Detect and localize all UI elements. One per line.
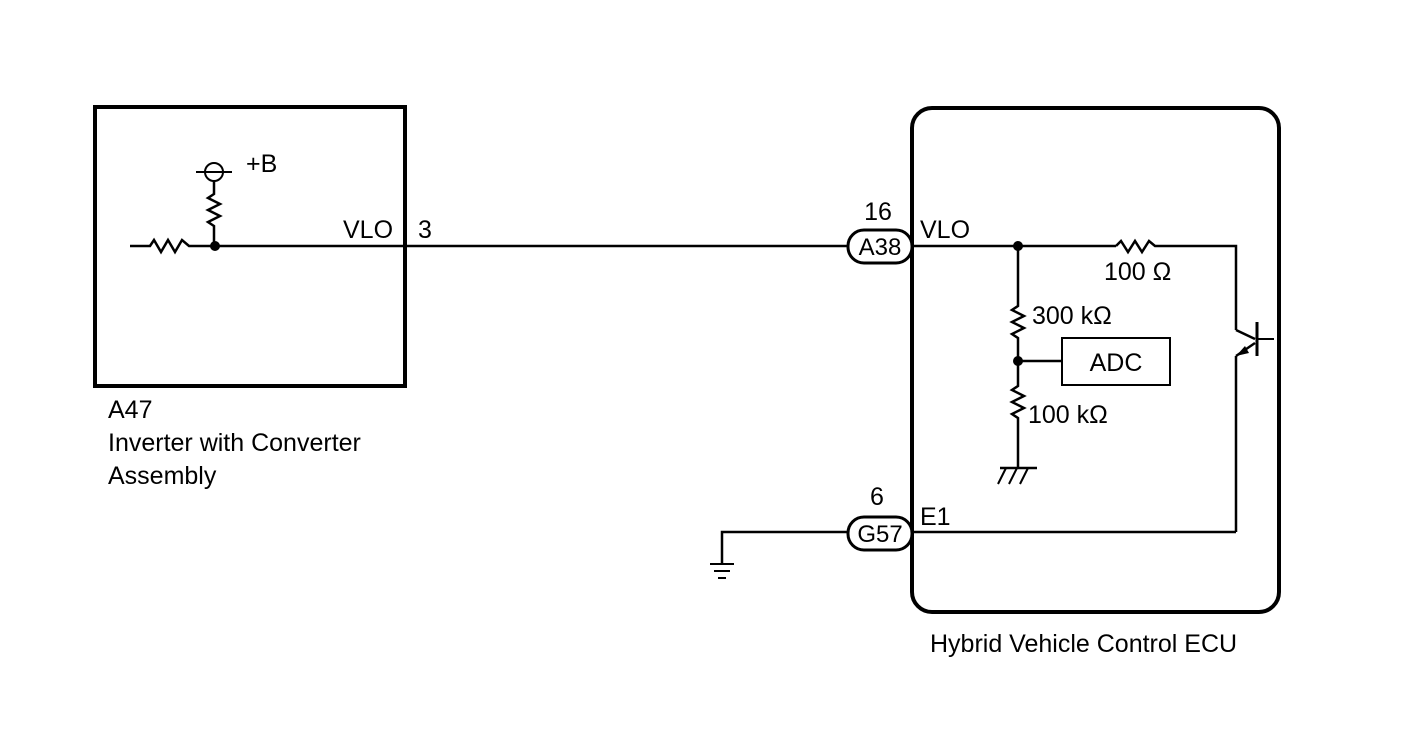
resistor-100-kohm-label: 100 kΩ	[1028, 401, 1108, 429]
resistor-100-ohm-label: 100 Ω	[1104, 258, 1171, 286]
positive-supply-terminal-icon	[196, 162, 232, 182]
inverter-code: A47	[108, 396, 152, 424]
connector-a38-label: A38	[859, 234, 902, 261]
connector-g57	[846, 515, 914, 552]
connector-g57-label: G57	[857, 521, 902, 548]
ecu-vlo-terminal-name: VLO	[920, 216, 970, 244]
inverter-terminal-name: VLO	[343, 216, 393, 244]
ecu-box	[910, 106, 1281, 614]
adc-block	[1061, 337, 1171, 386]
inverter-junction-dot	[210, 241, 220, 251]
resistor-300-kohm	[1009, 246, 1027, 361]
resistor-100-kohm	[1009, 361, 1027, 468]
connector-g57-pin: 6	[870, 483, 884, 511]
transistor-icon	[1235, 322, 1274, 358]
ground-icon	[710, 563, 734, 579]
ecu-e1-terminal-name: E1	[920, 503, 951, 531]
inverter-series-resistor	[130, 237, 216, 255]
positive-supply-label: +B	[246, 150, 277, 178]
connector-a38-pin: 16	[864, 198, 892, 226]
inverter-name-line1: Inverter with Converter	[108, 429, 361, 457]
chassis-ground-icon	[997, 466, 1037, 485]
inverter-pullup-resistor	[205, 181, 223, 246]
resistor-300-kohm-label: 300 kΩ	[1032, 302, 1112, 330]
ecu-name: Hybrid Vehicle Control ECU	[930, 630, 1237, 658]
adc-label: ADC	[1090, 349, 1143, 377]
ground-wire	[720, 530, 848, 563]
resistor-100-ohm	[1115, 238, 1238, 330]
inverter-terminal-pin: 3	[418, 216, 432, 244]
inverter-name-line2: Assembly	[108, 462, 217, 490]
